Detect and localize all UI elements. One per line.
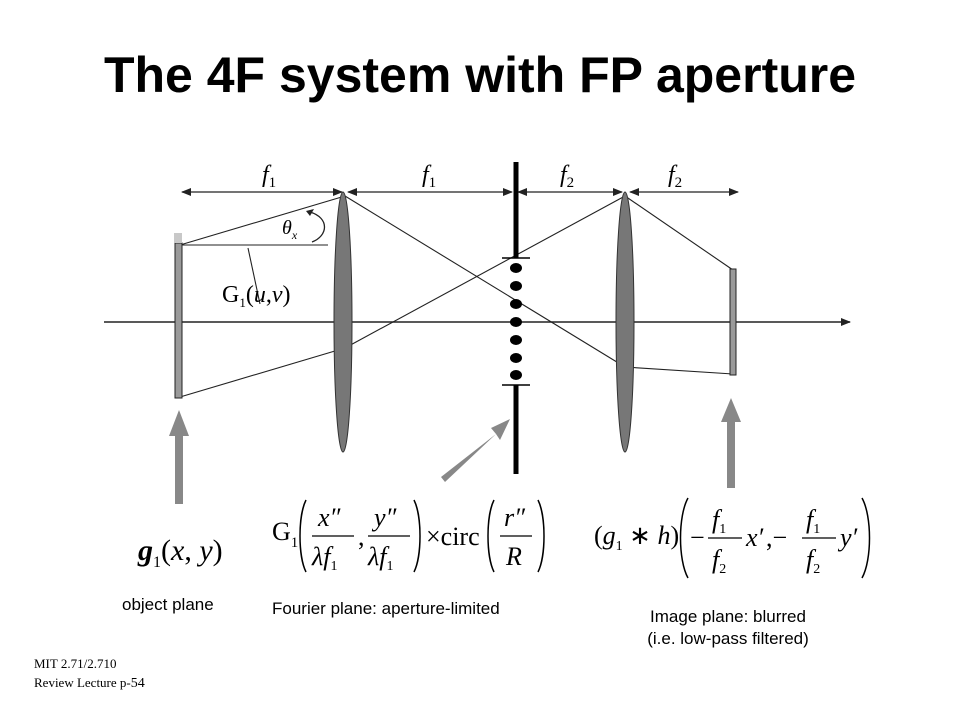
angle-label: θx — [282, 217, 298, 242]
svg-text:R: R — [505, 542, 522, 571]
pointer-arrows — [169, 398, 741, 504]
svg-text:f1: f1 — [806, 505, 820, 537]
svg-text:x′: x′ — [745, 523, 764, 552]
angle-arc — [309, 211, 326, 243]
svg-text:x″: x″ — [317, 503, 342, 532]
footer-lecture-line: Review Lecture p-54 — [34, 673, 145, 693]
svg-text:,−: ,− — [766, 523, 787, 552]
ray-paths — [179, 195, 734, 398]
object-plane-caption: object plane — [122, 595, 214, 614]
svg-text:−: − — [690, 523, 705, 552]
svg-text:G1: G1 — [272, 517, 298, 551]
title-region: The 4F system with FP aperture — [0, 44, 960, 142]
image-plane-caption-line1: Image plane: blurred — [650, 607, 806, 626]
distance-labels: f1 f1 f2 f2 — [262, 162, 682, 191]
distance-label-f1-right: f1 — [422, 162, 436, 191]
image-plane-caption-line2: (i.e. low-pass filtered) — [647, 629, 809, 648]
footer-page-number: 54 — [130, 676, 145, 691]
distance-label-f1-left: f1 — [262, 162, 276, 191]
image-plane — [729, 268, 737, 376]
fourier-formula: G1 x″ λf1 , y″ λf1 ×circ r″ R — [272, 499, 545, 574]
svg-text:,: , — [358, 522, 365, 551]
image-plane-caption: Image plane: blurred (i.e. low-pass filt… — [600, 606, 856, 650]
slide-footer: MIT 2.71/2.710 Review Lecture p-54 — [34, 654, 145, 693]
svg-text:(g1 ∗ h): (g1 ∗ h) — [594, 521, 679, 554]
slide-title: The 4F system with FP aperture — [103, 47, 857, 103]
svg-text:r″: r″ — [504, 503, 526, 532]
image-plane-pointer — [721, 398, 741, 488]
object-plane — [174, 242, 183, 399]
svg-text:λf1: λf1 — [311, 542, 337, 574]
image-formula: (g1 ∗ h) − f1 f2 x′ ,− f1 f2 y′ — [594, 497, 871, 579]
svg-text:f2: f2 — [806, 545, 820, 577]
angle-arc-arrow — [306, 209, 314, 216]
svg-text:f1: f1 — [712, 505, 726, 537]
svg-text:y′: y′ — [837, 523, 858, 552]
svg-text:λf1: λf1 — [367, 542, 393, 574]
footer-lecture: Review Lecture p- — [34, 675, 131, 690]
object-plane-top-tab — [174, 233, 182, 243]
fourier-plane-caption: Fourier plane: aperture-limited — [272, 599, 500, 618]
distance-label-f2-left: f2 — [560, 162, 574, 191]
fourier-plane-pointer — [441, 419, 510, 482]
distance-label-f2-right: f2 — [668, 162, 682, 191]
lens-1 — [333, 191, 353, 453]
lens-2 — [615, 191, 635, 453]
svg-text:×circ: ×circ — [426, 522, 480, 551]
object-formula: g1(x, y) — [137, 534, 223, 571]
svg-text:y″: y″ — [371, 503, 398, 532]
fourier-aperture — [502, 162, 530, 474]
svg-text:f2: f2 — [712, 545, 726, 577]
footer-course: MIT 2.71/2.710 — [34, 656, 117, 671]
object-plane-pointer — [169, 410, 189, 504]
spectrum-label: G1(u,v) — [222, 282, 291, 310]
